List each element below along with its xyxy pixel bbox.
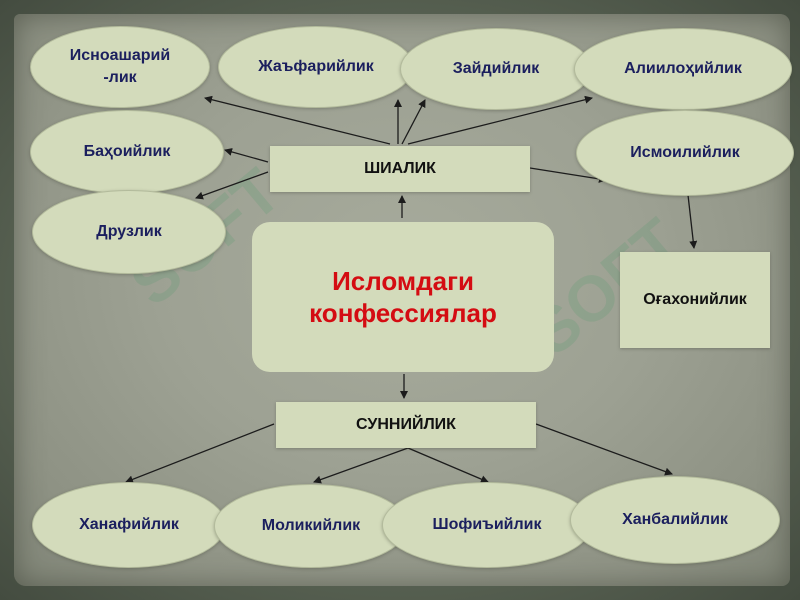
node-ismoiliylik: Исмоилийлик — [576, 110, 794, 196]
node-aliyloxiylik: Алиилоҳийлик — [574, 28, 792, 110]
node-shofiiylik: Шофиъийлик — [382, 482, 592, 568]
node-hanafiylik: Ханафийлик — [32, 482, 226, 568]
node-isnoashariylik: Исноашарий -лик — [30, 26, 210, 108]
node-ogaxoniylik: Оғахонийлик — [620, 252, 770, 348]
node-shialik: ШИАЛИК — [270, 146, 530, 192]
node-jafariylik: Жаъфарийлик — [218, 26, 414, 108]
node-hanbaliylik: Ханбалийлик — [570, 476, 780, 564]
node-zaydiylik: Зайдийлик — [400, 28, 592, 110]
node-islamic-confessions: Исломдаги конфессиялар — [252, 222, 554, 372]
node-bahoiylik: Баҳоийлик — [30, 110, 224, 194]
node-druzlik: Друзлик — [32, 190, 226, 274]
node-molikiylik: Моликийлик — [214, 484, 408, 568]
node-sunniylik: СУННИЙЛИК — [276, 402, 536, 448]
